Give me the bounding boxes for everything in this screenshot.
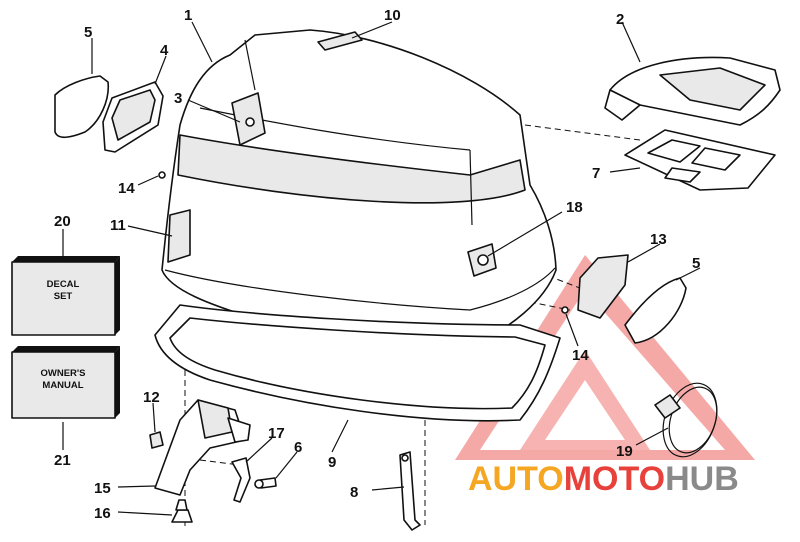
decal-set-box: DECAL SET <box>11 256 120 336</box>
cover-seal <box>154 304 561 422</box>
callout-numbers: 1 2 3 4 5 5 6 7 8 9 10 11 12 13 14 14 15… <box>54 7 700 522</box>
callout-15: 15 <box>94 480 111 497</box>
callout-16: 16 <box>94 505 111 522</box>
manual-box-line1: OWNER'S <box>40 368 85 379</box>
callout-7: 7 <box>592 165 600 182</box>
owners-manual-box: OWNER'S MANUAL <box>11 346 120 419</box>
manual-box-line2: MANUAL <box>42 380 83 391</box>
callout-13: 13 <box>650 231 667 248</box>
engine-cover <box>161 29 557 346</box>
clip <box>149 431 164 449</box>
decal-box-line2: SET <box>54 291 73 302</box>
callout-2: 2 <box>616 11 624 28</box>
callout-18: 18 <box>566 199 583 216</box>
callout-11: 11 <box>110 217 126 234</box>
latch-link <box>399 451 421 531</box>
callout-4: 4 <box>160 42 169 59</box>
callout-3: 3 <box>174 90 182 107</box>
air-silencer-cover <box>604 56 781 126</box>
callout-9: 9 <box>328 454 336 471</box>
watermark-text-hub: HUB <box>665 460 739 498</box>
gasket <box>624 129 776 191</box>
callout-6: 6 <box>294 439 302 456</box>
callout-5-right: 5 <box>692 255 700 272</box>
vent-frame <box>102 81 164 153</box>
decal-box-line1: DECAL <box>47 279 80 290</box>
callout-1: 1 <box>184 7 192 24</box>
mounting-bracket <box>154 399 251 496</box>
wire-harness <box>654 382 718 458</box>
callout-14-right: 14 <box>572 347 589 364</box>
callout-10: 10 <box>384 7 401 24</box>
callout-20: 20 <box>54 213 71 230</box>
grommet <box>171 499 193 523</box>
small-screws <box>158 171 569 314</box>
leader-lines <box>62 21 701 516</box>
callout-5-left: 5 <box>84 24 92 41</box>
latch <box>231 457 251 503</box>
callout-19: 19 <box>616 443 633 460</box>
side-plate <box>577 254 629 319</box>
decal-pad-right <box>624 277 687 344</box>
callout-21: 21 <box>54 452 71 469</box>
watermark-text-moto: MOTO <box>564 460 665 498</box>
callout-17: 17 <box>268 425 285 442</box>
watermark-text-auto: AUTO <box>468 460 564 498</box>
callout-14-left: 14 <box>118 180 135 197</box>
callout-8: 8 <box>350 484 358 501</box>
svg-text:AUTOMOTOHUB: AUTOMOTOHUB <box>468 460 739 498</box>
screw <box>254 477 277 489</box>
decal-pad-left <box>54 75 110 139</box>
callout-12: 12 <box>143 389 160 406</box>
